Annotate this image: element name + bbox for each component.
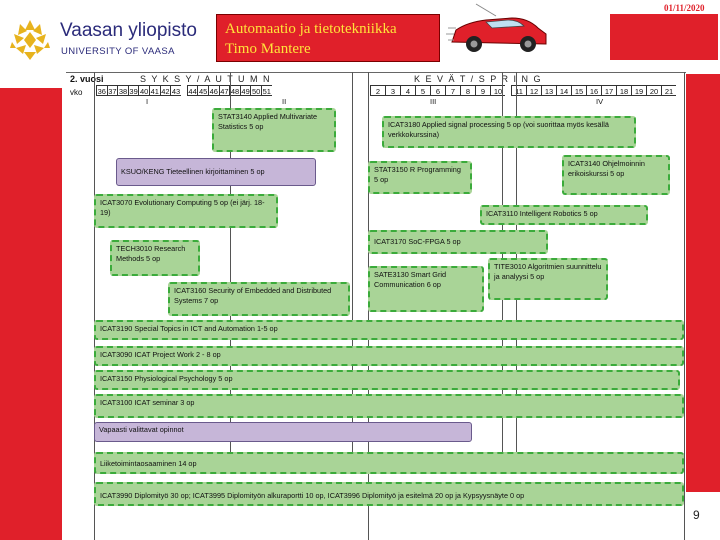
course-icat3190: ICAT3190 Special Topics in ICT and Autom…: [94, 320, 684, 340]
week-cell: 13: [541, 85, 556, 96]
spring-label: K E V Ä T / S P R I N G: [414, 74, 543, 84]
week-cell: 47: [218, 85, 230, 96]
week-cell: 7: [445, 85, 460, 96]
page-number-box: [686, 492, 720, 540]
course-icat3090: ICAT3090 ICAT Project Work 2 - 8 op: [94, 346, 684, 366]
grid-line: [684, 72, 685, 540]
course-stat3140: STAT3140 Applied Multivariate Statistics…: [212, 108, 336, 152]
course-icat3160: ICAT3160 Security of Embedded and Distri…: [168, 282, 350, 316]
week-cell: 37: [106, 85, 118, 96]
period-4: IV: [596, 97, 604, 106]
week-cell: 51: [261, 85, 272, 96]
week-cell: 16: [586, 85, 601, 96]
week-cell: 15: [571, 85, 586, 96]
week-cell: 20: [646, 85, 661, 96]
period-3: III: [430, 97, 437, 106]
week-cell: 45: [197, 85, 208, 96]
course-tech3010: TECH3010 Research Methods 5 op: [110, 240, 200, 276]
week-cell: 5: [415, 85, 430, 96]
university-logo: Vaasan yliopisto UNIVERSITY OF VAASA: [8, 14, 208, 70]
week-cell: 9: [475, 85, 490, 96]
week-cell: 38: [117, 85, 128, 96]
week-cell: 2: [370, 85, 385, 96]
title-banner: Automaatio ja tietotekniikka Timo Manter…: [216, 14, 440, 62]
left-accent-bar: [0, 88, 62, 540]
year-label: 2. vuosi: [70, 74, 104, 84]
week-cell: 43: [170, 85, 181, 96]
date-label: 01/11/2020: [664, 3, 705, 13]
week-cell: 49: [239, 85, 251, 96]
week-cell: 14: [556, 85, 571, 96]
course-schedule: 2. vuosi S Y K S Y / A U T U M N K E V Ä…: [66, 72, 686, 540]
title-line-2: Timo Mantere: [225, 41, 311, 57]
header-accent-block: [610, 14, 718, 60]
week-cell: 44: [186, 85, 198, 96]
course-icat3170: ICAT3170 SoC-FPGA 5 op: [368, 230, 548, 254]
week-cell: 10: [490, 85, 505, 96]
week-cell: 18: [616, 85, 631, 96]
week-cell: 50: [250, 85, 261, 96]
week-cell: 36: [96, 85, 107, 96]
course-stat3150: STAT3150 R Programming 5 op: [368, 161, 472, 194]
week-cell: 4: [400, 85, 415, 96]
course-icat3100: ICAT3100 ICAT seminar 3 op: [94, 394, 684, 418]
week-cell: 17: [601, 85, 616, 96]
weeks-label: vko: [70, 88, 83, 97]
grid-line: [94, 72, 95, 540]
week-cell: 19: [631, 85, 646, 96]
course-icat3180: ICAT3180 Applied signal processing 5 op …: [382, 116, 636, 148]
week-cell: 12: [526, 85, 541, 96]
grid-top-line: [66, 72, 686, 73]
grid-line: [352, 72, 353, 452]
course-icat3140: ICAT3140 Ohjelmoinnin erikoiskurssi 5 op: [562, 155, 670, 195]
week-cell: 48: [229, 85, 240, 96]
course-icat3110: ICAT3110 Intelligent Robotics 5 op: [480, 205, 648, 225]
week-cell: 41: [149, 85, 160, 96]
week-cell: 8: [460, 85, 475, 96]
vaasa-star-icon: [10, 20, 50, 60]
autumn-label: S Y K S Y / A U T U M N: [140, 74, 272, 84]
grid-line: [230, 72, 231, 452]
course-icat3070: ICAT3070 Evolutionary Computing 5 op (ei…: [94, 194, 278, 228]
week-cell: 11: [511, 85, 526, 96]
title-line-1: Automaatio ja tietotekniikka: [225, 21, 397, 37]
right-accent-bar: [686, 74, 720, 540]
course-free-electives: Vapaasti valittavat opinnot: [94, 422, 472, 442]
course-icat3150: ICAT3150 Physiological Psychology 5 op: [94, 370, 680, 390]
period-2: II: [282, 97, 287, 106]
course-sate3130: SATE3130 Smart Grid Communication 6 op: [368, 266, 484, 312]
week-cell: 40: [138, 85, 149, 96]
logo-subtitle: UNIVERSITY OF VAASA: [61, 46, 175, 57]
car-icon: [446, 3, 547, 52]
course-business: Liiketoimintaosaaminen 14 op: [94, 452, 684, 474]
course-icat3990: ICAT3990 Diplomityö 30 op; ICAT3995 Dipl…: [94, 482, 684, 506]
week-cell: 46: [208, 85, 219, 96]
course-ksuo-keng: KSUO/KENG Tieteellinen kirjoittaminen 5 …: [116, 158, 316, 186]
course-tite3010: TITE3010 Algoritmien suunnittelu ja anal…: [488, 258, 608, 300]
week-cell: 42: [159, 85, 171, 96]
week-cell: 39: [127, 85, 139, 96]
week-cell: 6: [430, 85, 445, 96]
period-1: I: [146, 97, 149, 106]
week-cell: 21: [661, 85, 676, 96]
page-number: 9: [693, 508, 700, 522]
logo-name: Vaasan yliopisto: [60, 20, 197, 41]
week-cell: 3: [385, 85, 400, 96]
